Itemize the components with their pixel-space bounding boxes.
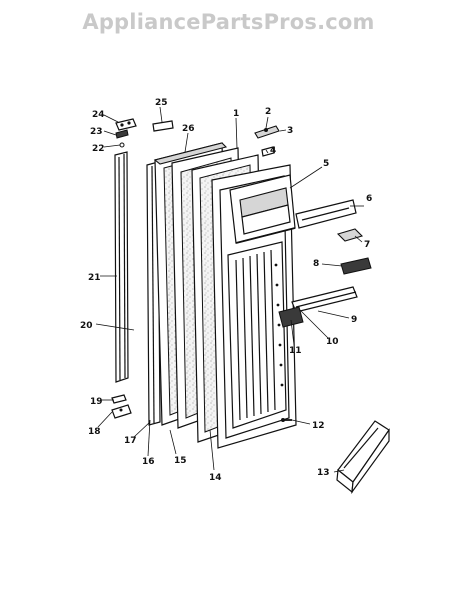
label-5: 5 (323, 159, 329, 169)
label-8: 8 (313, 259, 319, 269)
part-labels: 1 2 3 4 5 6 7 8 9 10 11 12 13 14 15 16 1… (80, 98, 372, 483)
label-23: 23 (90, 127, 103, 137)
part-8-door-shelf-bar (340, 257, 372, 275)
label-16: 16 (142, 457, 155, 467)
label-22: 22 (92, 144, 105, 154)
part-7-compartment-door (336, 228, 364, 242)
liner-ribs (235, 249, 276, 421)
part-19-bottom-hinge-washer (111, 394, 127, 404)
part-18-bottom-hinge (111, 404, 132, 419)
label-3: 3 (287, 126, 293, 136)
label-21: 21 (88, 273, 101, 283)
shelf-rail-holes (274, 263, 284, 387)
label-17: 17 (124, 436, 137, 446)
part-23-hinge-shim (115, 129, 129, 139)
label-12: 12 (312, 421, 325, 431)
part-13-door-bin (336, 420, 390, 495)
leader-lines (95, 106, 364, 473)
label-9: 9 (351, 315, 357, 325)
label-2: 2 (265, 107, 271, 117)
label-15: 15 (174, 456, 187, 466)
part-4-hinge-bracket (261, 146, 275, 157)
part-6-shelf-front (295, 199, 357, 229)
label-14: 14 (209, 473, 222, 483)
label-24: 24 (92, 110, 105, 120)
label-25: 25 (155, 98, 168, 108)
part-22-hinge-screw (119, 142, 125, 148)
part-9-door-shelf (291, 286, 358, 313)
part-5-dairy-compartment (229, 174, 296, 244)
label-4: 4 (270, 146, 276, 156)
label-1: 1 (233, 109, 239, 119)
watermark: AppliancePartsPros.com (82, 10, 375, 34)
label-20: 20 (80, 321, 93, 331)
label-6: 6 (366, 194, 372, 204)
label-26: 26 (182, 124, 195, 134)
label-13: 13 (317, 468, 330, 478)
part-1-door-liner (211, 164, 297, 449)
label-18: 18 (88, 427, 101, 437)
label-10: 10 (326, 337, 339, 347)
part-11-shelf-bracket (278, 306, 304, 328)
label-11: 11 (289, 346, 302, 356)
part-24-hinge-cap (115, 118, 137, 131)
label-7: 7 (364, 240, 370, 250)
part-21-trim-strip (114, 151, 129, 383)
part-2-hinge-pin (254, 125, 280, 139)
part-12-screw (281, 418, 292, 422)
part-25-handle-cap (152, 120, 174, 132)
label-19: 19 (90, 397, 103, 407)
